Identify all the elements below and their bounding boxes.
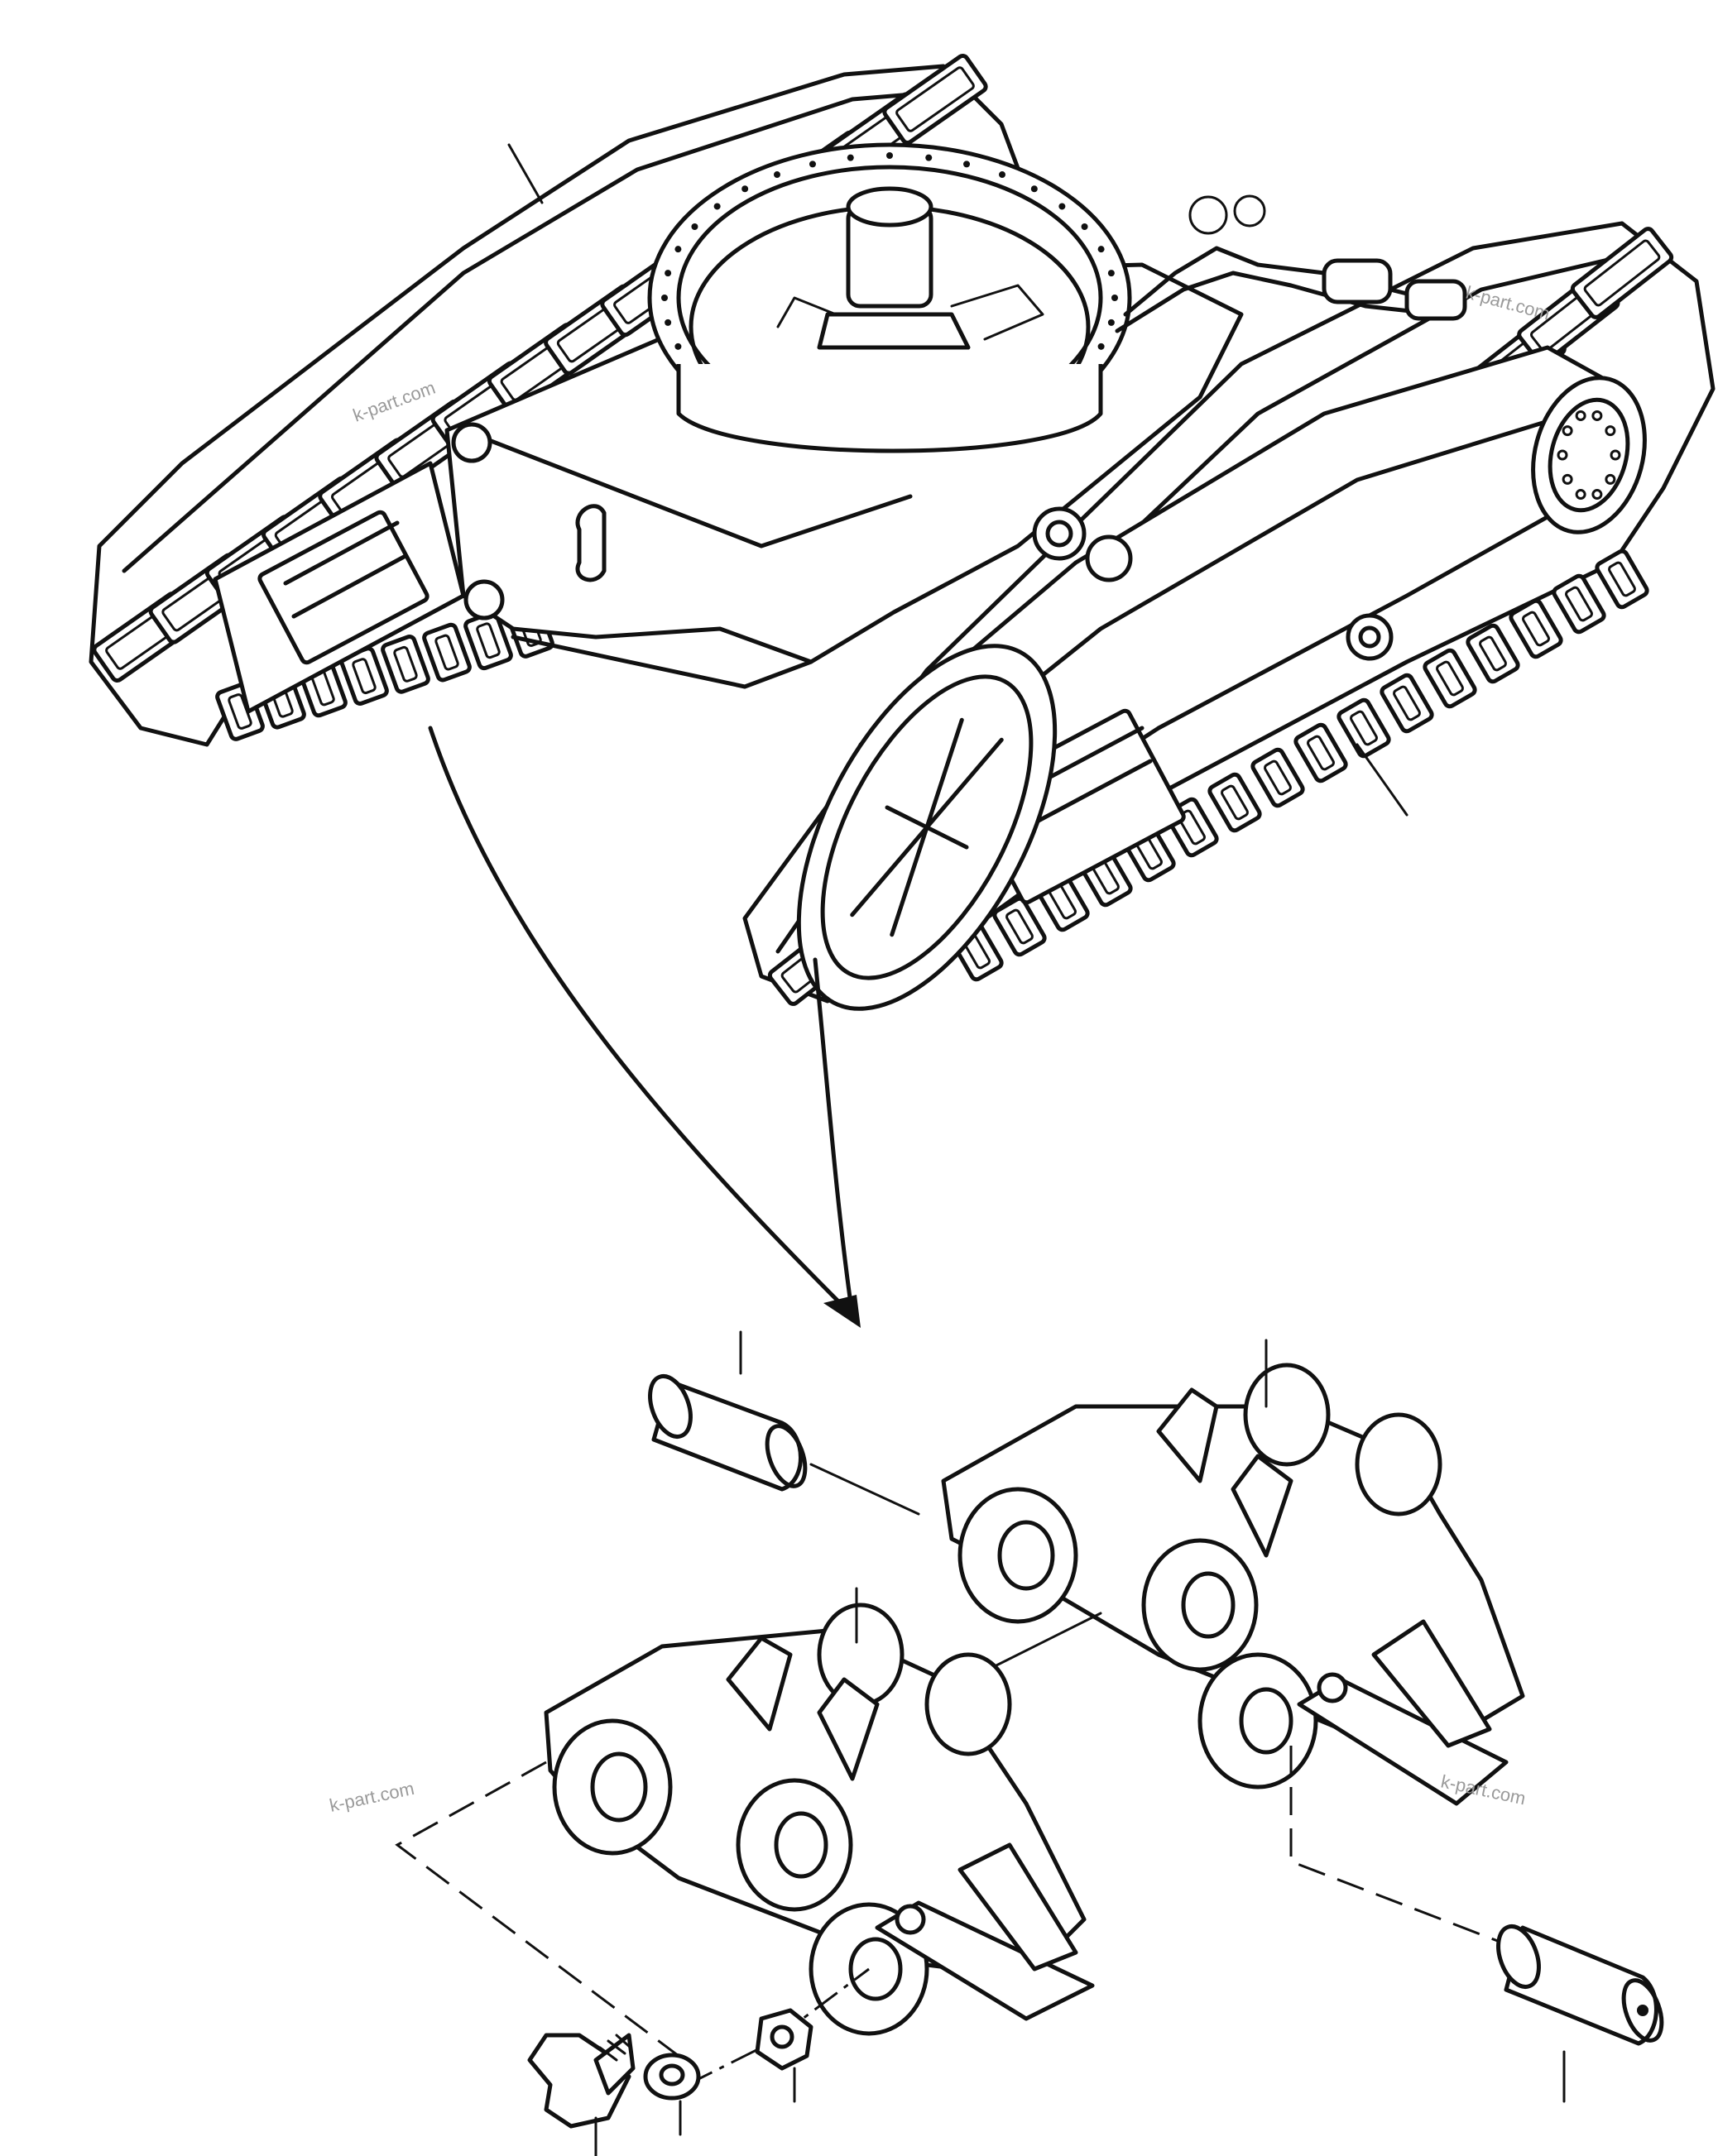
- idler-spoke: [885, 805, 929, 830]
- ring-bolt: [809, 161, 816, 168]
- ring-bolt: [691, 223, 698, 230]
- ring-bolt: [999, 171, 1005, 179]
- idler-spoke: [850, 825, 929, 917]
- ring-bolt: [774, 171, 780, 179]
- idler-spoke: [924, 825, 969, 850]
- ring-bolt: [674, 246, 682, 253]
- track-shoe: [422, 622, 472, 683]
- ring-bolt: [925, 154, 933, 161]
- track-shoe-grouser: [434, 634, 459, 671]
- hub-bolt: [1575, 489, 1586, 501]
- track-shoe: [1336, 697, 1391, 759]
- track-link-lower: [544, 1587, 1095, 2036]
- track-shoe-grouser: [393, 645, 418, 683]
- idler-spoke: [924, 717, 964, 830]
- shoe-bolt: [527, 2033, 636, 2156]
- hub-bolt: [1605, 425, 1616, 437]
- callout-leader-left-track: [507, 143, 544, 204]
- ring-bolt: [847, 154, 854, 161]
- ring-bolt: [665, 319, 672, 326]
- track-shoe-grouser: [895, 66, 975, 132]
- idler-spoke: [924, 737, 1004, 830]
- track-shoe-grouser: [1522, 611, 1550, 647]
- ring-bolt: [1097, 246, 1105, 253]
- idler-spoke: [890, 825, 929, 937]
- callout-leader-right-track: [1356, 743, 1408, 817]
- track-shoe-grouser: [1436, 660, 1464, 697]
- washer: [643, 2053, 701, 2136]
- carrier-rollers: [1032, 506, 1394, 661]
- track-shoe: [1552, 573, 1606, 635]
- ring-bolt: [1107, 270, 1115, 277]
- track-shoe: [1207, 772, 1262, 833]
- ring-bolt: [665, 270, 672, 277]
- track-pin-upper: [648, 1330, 920, 1516]
- ring-bolt: [1030, 185, 1038, 193]
- hub-bolt: [1591, 489, 1603, 501]
- track-pin-lower: [1496, 1924, 1664, 2103]
- track-shoe-grouser: [1479, 635, 1507, 672]
- track-shoe: [1595, 549, 1649, 610]
- track-shoe-grouser: [1565, 586, 1593, 622]
- track-shoe: [1466, 623, 1520, 684]
- watermark-3: k-part.com: [328, 1778, 416, 1816]
- track-shoe: [1570, 227, 1674, 319]
- track-shoe-grouser: [476, 622, 501, 659]
- track-shoe-grouser: [1005, 908, 1034, 945]
- hydraulic-lines: [1115, 194, 1467, 333]
- track-link-upper: [941, 1339, 1525, 1806]
- track-shoe-grouser: [1264, 759, 1292, 796]
- swivel-joint: [776, 186, 1044, 350]
- assembly-line-left: [395, 1761, 696, 2070]
- track-shoe-grouser: [1350, 710, 1378, 746]
- exploded-track-link-detail: [395, 1330, 1664, 2156]
- hub-bolt: [1605, 473, 1616, 485]
- track-shoe: [1509, 598, 1563, 659]
- track-shoe: [381, 635, 430, 694]
- ring-bolt: [674, 343, 682, 350]
- idler-wheel: [796, 644, 1058, 1011]
- ring-bolt: [661, 295, 668, 301]
- ring-bolt: [1058, 203, 1066, 210]
- track-shoe-grouser: [1583, 239, 1661, 307]
- ring-bolt: [886, 152, 893, 159]
- ring-bolt: [963, 161, 971, 168]
- track-shoe: [1380, 673, 1434, 734]
- hub-bolt: [1562, 473, 1573, 485]
- shoe-nut: [755, 2008, 813, 2103]
- track-shoe: [1423, 648, 1477, 709]
- detail-arrows: [428, 726, 861, 1328]
- ring-bolt: [713, 203, 721, 210]
- ring-bolt: [1111, 295, 1118, 301]
- ring-bolt: [1081, 223, 1088, 230]
- assembly-line-nut: [686, 1967, 870, 2087]
- track-shoe-grouser: [1608, 561, 1636, 597]
- track-shoe-grouser: [1393, 685, 1421, 721]
- undercarriage-assembly: [89, 53, 1716, 1011]
- hub-bolt: [1562, 425, 1573, 437]
- track-shoe-grouser: [1221, 784, 1249, 821]
- hub-bolt: [1610, 449, 1621, 461]
- hub-bolt: [1591, 410, 1603, 421]
- track-shoe-grouser: [1307, 735, 1335, 771]
- hub-bolt: [1557, 449, 1568, 461]
- ring-bolt: [1107, 319, 1115, 326]
- hub-bolt: [1575, 410, 1586, 421]
- track-shoe: [1293, 722, 1348, 783]
- track-shoe: [992, 896, 1047, 957]
- track-shoe: [1250, 747, 1305, 808]
- left-side-frame: [213, 461, 466, 714]
- track-shoe: [882, 53, 988, 146]
- sprocket-hub: [1531, 376, 1647, 534]
- ring-bolt: [741, 185, 749, 193]
- ring-bolt: [1097, 343, 1105, 350]
- track-shoe-grouser: [352, 658, 377, 695]
